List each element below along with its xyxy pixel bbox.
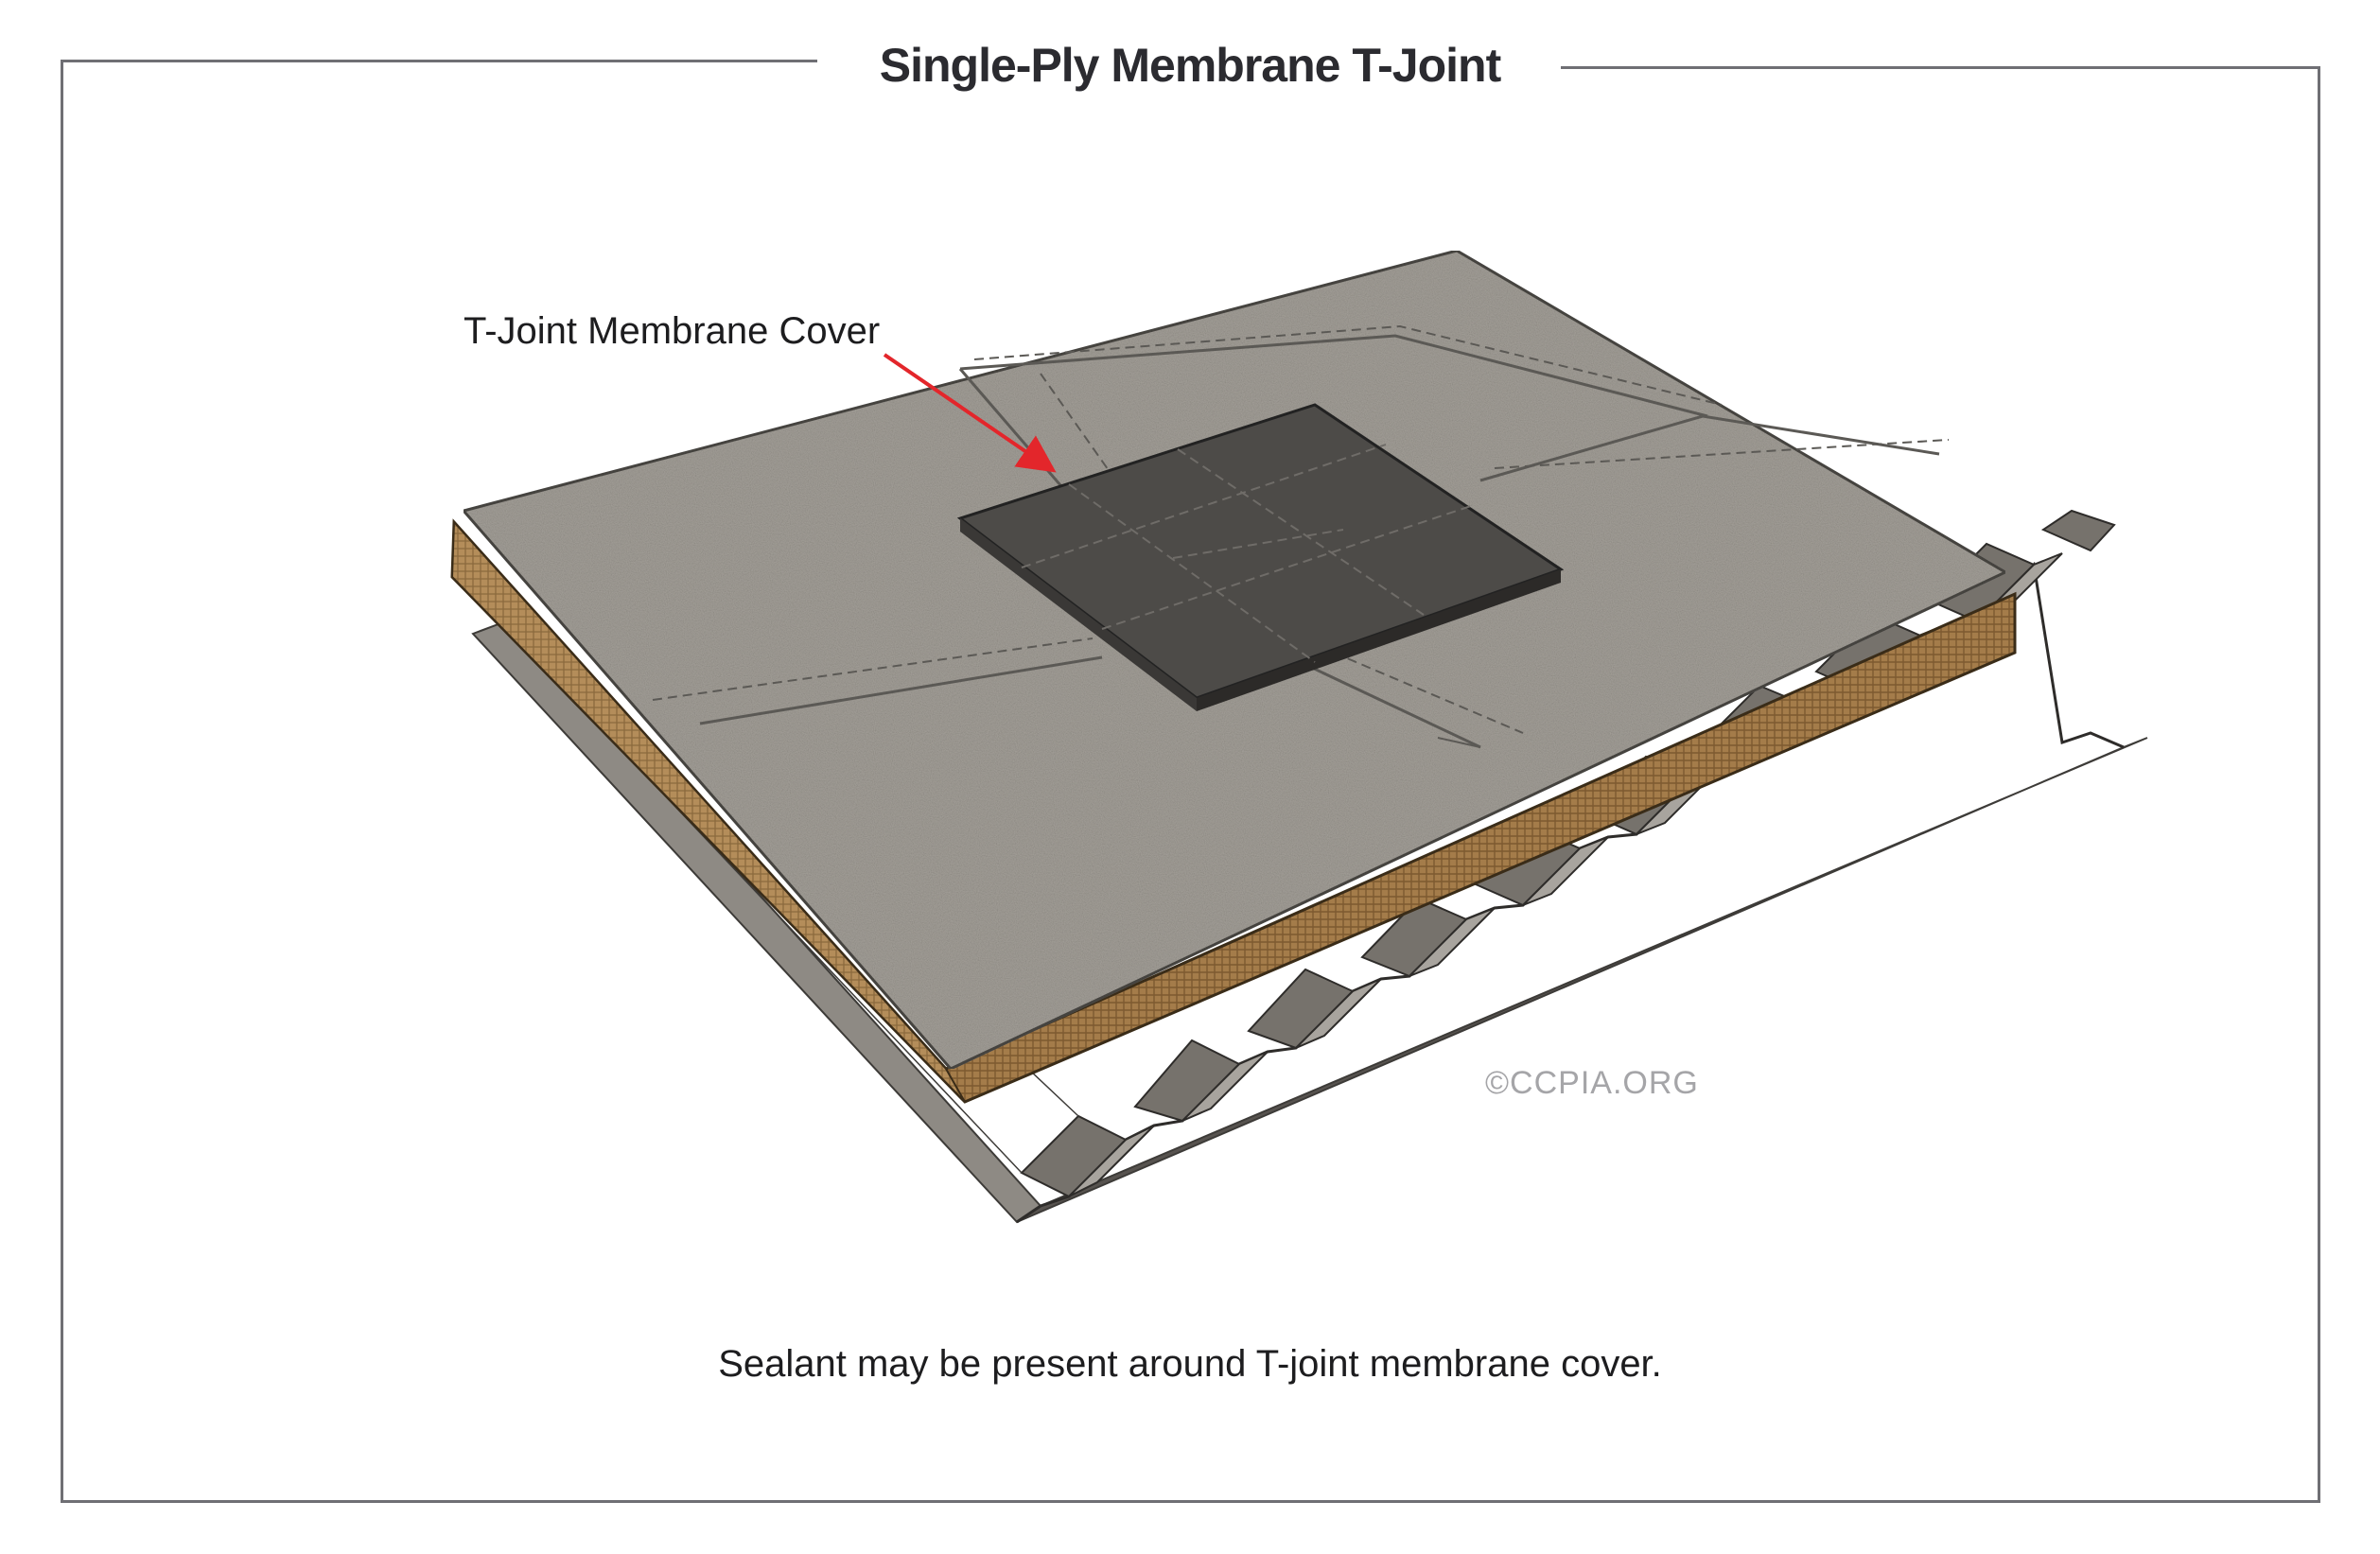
frame-left [61, 60, 63, 1502]
callout-arrow [883, 353, 1057, 473]
t-joint-cover-label: T-Joint Membrane Cover [464, 310, 881, 352]
diagram-caption: Sealant may be present around T-joint me… [718, 1343, 1662, 1385]
frame-right [2318, 66, 2320, 1502]
metal-deck [471, 509, 2148, 1224]
frame-bottom [61, 1500, 2320, 1503]
copyright-watermark: ©CCPIA.ORG [1485, 1065, 1699, 1101]
frame-top-right [1561, 66, 2320, 69]
frame-top-left [61, 60, 817, 62]
t-joint-cover [956, 403, 1565, 711]
diagram-title: Single-Ply Membrane T-Joint [879, 39, 1501, 92]
insulation-board [450, 518, 2017, 1104]
